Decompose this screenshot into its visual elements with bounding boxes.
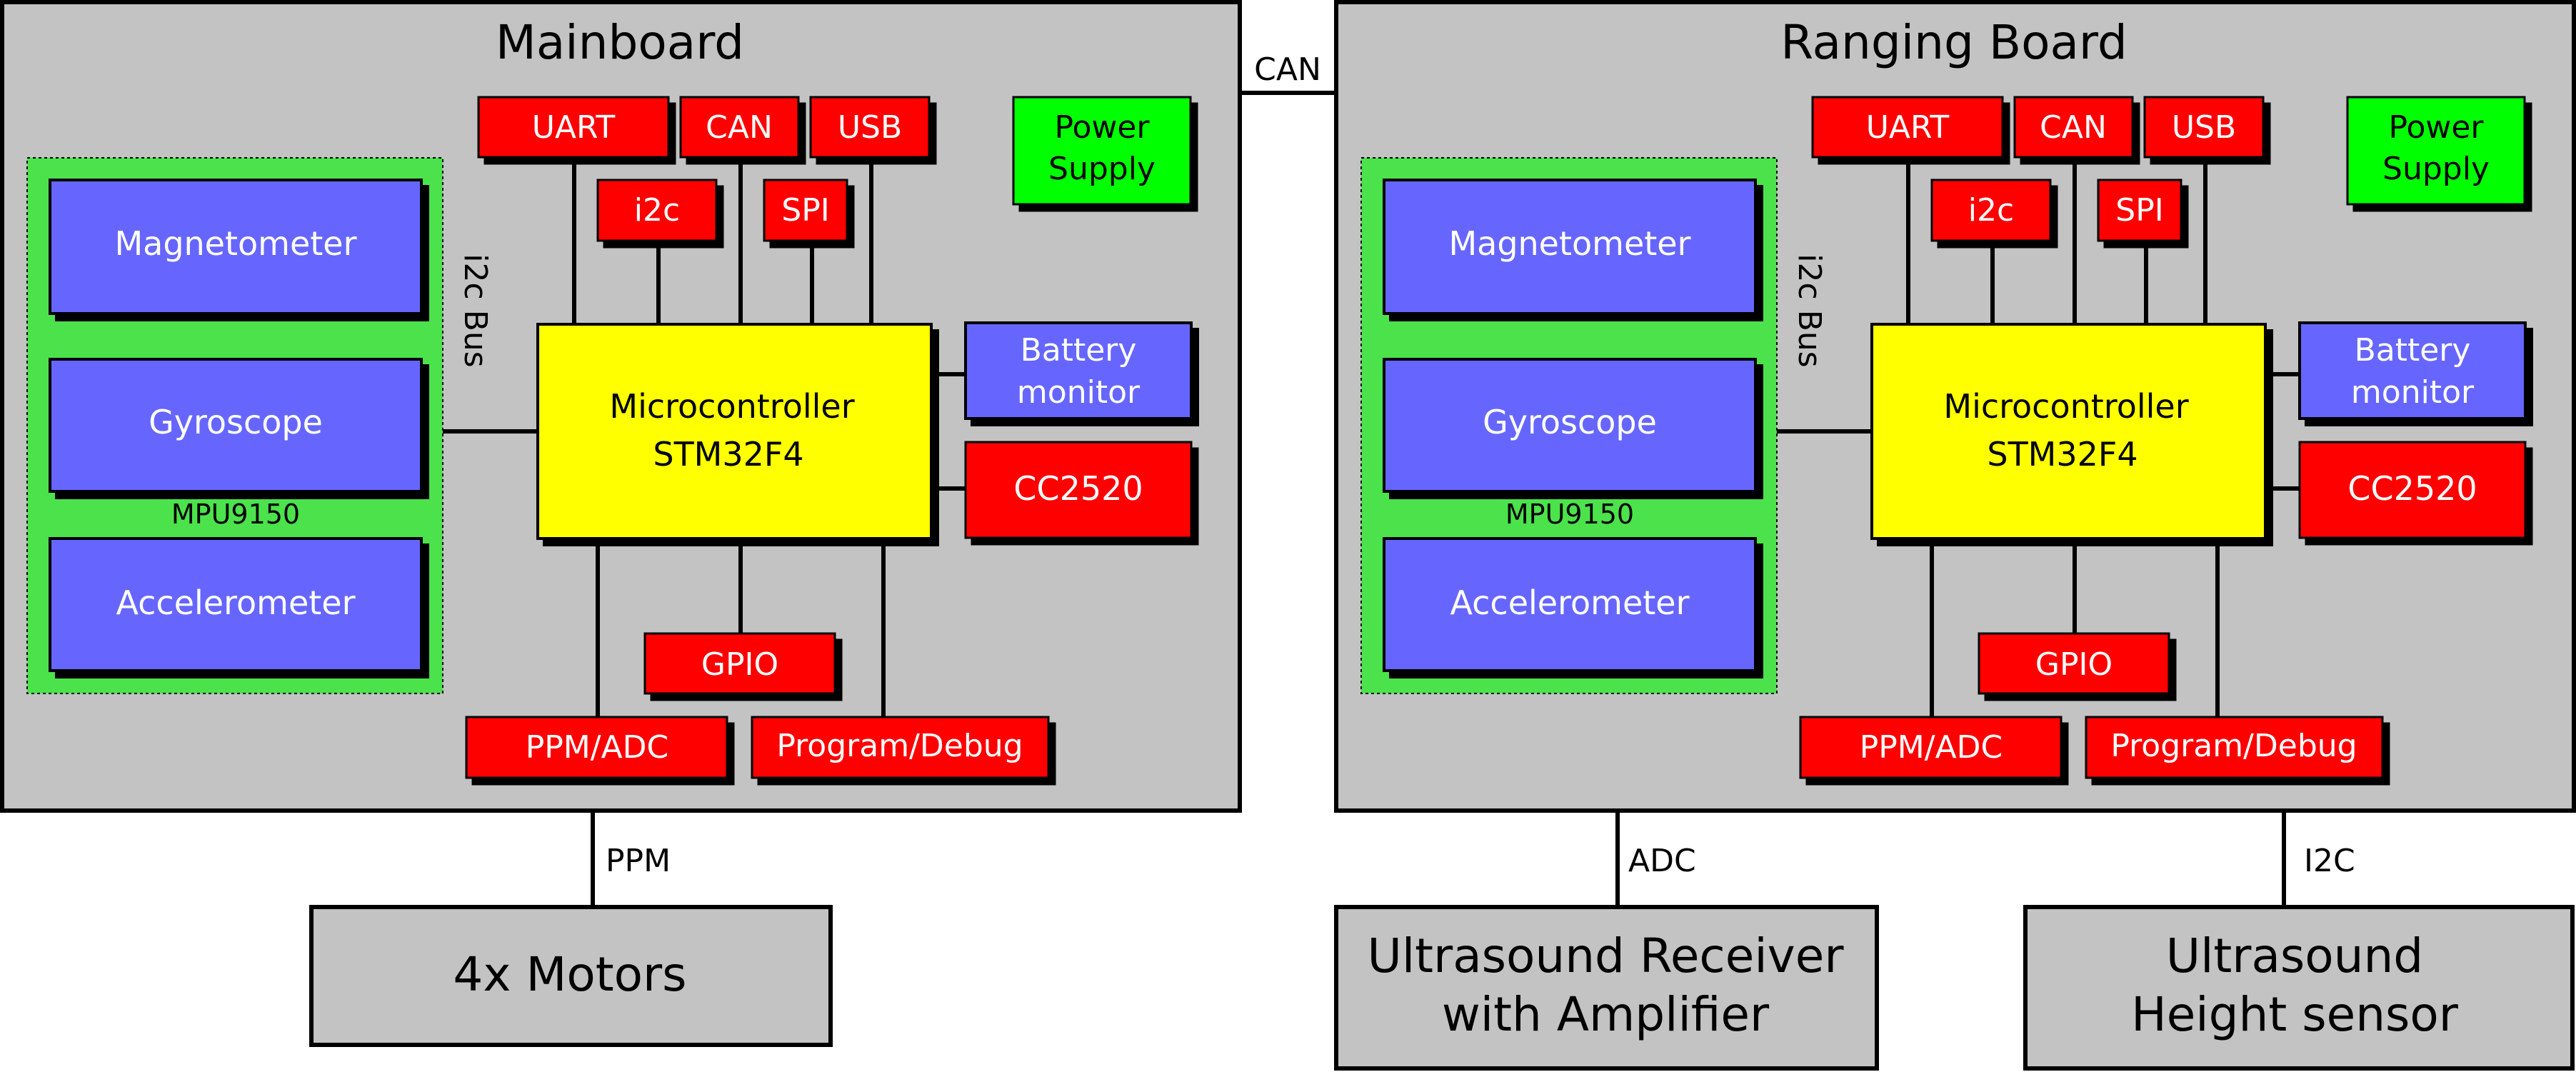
- can-label: CAN: [2040, 109, 2107, 146]
- microcontroller-block: Microcontroller STM32F4: [536, 323, 933, 540]
- magnetometer-block: Magnetometer: [49, 179, 423, 315]
- usb-block: USB: [809, 96, 931, 159]
- program-debug-block: Program/Debug: [751, 716, 1050, 779]
- can-block: CAN: [2013, 96, 2134, 159]
- i2c-label: i2c: [634, 192, 680, 229]
- program-debug-label: Program/Debug: [2110, 728, 2357, 764]
- gpio-label: GPIO: [2035, 646, 2113, 683]
- power-label-line2: Supply: [1048, 151, 1156, 187]
- i2c-link-label: I2C: [2304, 843, 2355, 879]
- uart-block: UART: [477, 96, 670, 159]
- bus-lines: [443, 159, 966, 718]
- battery-monitor-block: Battery monitor: [2298, 321, 2527, 420]
- i2c-block: i2c: [1930, 179, 2052, 242]
- uart-label: UART: [532, 109, 616, 146]
- accelerometer-label: Accelerometer: [116, 583, 355, 622]
- ppm-adc-block: PPM/ADC: [1799, 716, 2063, 779]
- ultrasound-height-sensor-block: Ultrasound Height sensor: [2023, 905, 2575, 1071]
- power-supply-block: Power Supply: [1012, 96, 1192, 206]
- gpio-block: GPIO: [643, 632, 836, 695]
- battery-label-line1: Battery: [1021, 332, 1137, 369]
- accelerometer-block: Accelerometer: [1383, 537, 1757, 672]
- cc2520-label: CC2520: [2347, 469, 2477, 508]
- usb-block: USB: [2143, 96, 2265, 159]
- gyroscope-label: Gyroscope: [1483, 403, 1657, 441]
- ppm-adc-label: PPM/ADC: [1860, 729, 2003, 766]
- board-title: Ranging Board: [1780, 15, 2128, 70]
- accelerometer-label: Accelerometer: [1450, 583, 1689, 622]
- spi-label: SPI: [2115, 192, 2163, 229]
- ppm-adc-block: PPM/ADC: [465, 716, 728, 779]
- power-label-line1: Power: [2388, 109, 2484, 146]
- motors-block: 4x Motors: [309, 905, 833, 1047]
- mcu-label-line1: Microcontroller: [609, 387, 854, 426]
- battery-label-line2: monitor: [1017, 374, 1141, 411]
- usb-label: USB: [838, 109, 902, 146]
- microcontroller-block: Microcontroller STM32F4: [1870, 323, 2267, 540]
- cc2520-block: CC2520: [2298, 441, 2527, 539]
- i2c-bus-label: i2c Bus: [1791, 254, 1828, 367]
- battery-label-line2: monitor: [2351, 374, 2475, 411]
- height-label-line2: Height sensor: [2131, 987, 2459, 1042]
- motors-label: 4x Motors: [453, 947, 686, 1002]
- receiver-label-line2: with Amplifier: [1442, 987, 1770, 1042]
- can-block: CAN: [679, 96, 800, 159]
- imu-label: MPU9150: [171, 499, 300, 530]
- ultrasound-receiver-block: Ultrasound Receiver with Amplifier: [1334, 905, 1879, 1071]
- ppm-adc-label: PPM/ADC: [526, 729, 669, 766]
- spi-label: SPI: [781, 192, 829, 229]
- battery-monitor-block: Battery monitor: [964, 321, 1193, 420]
- gyroscope-block: Gyroscope: [1383, 358, 1757, 493]
- mainboard: Mainboard Magnetometer Gyroscope MPU9150: [0, 0, 1242, 813]
- program-debug-label: Program/Debug: [776, 728, 1023, 764]
- magnetometer-block: Magnetometer: [1383, 179, 1757, 315]
- power-supply-block: Power Supply: [2346, 96, 2526, 206]
- power-label-line2: Supply: [2382, 151, 2490, 187]
- external-links: [591, 91, 2286, 907]
- cc2520-label: CC2520: [1013, 469, 1143, 508]
- uart-label: UART: [1866, 109, 1950, 146]
- gyroscope-label: Gyroscope: [149, 403, 323, 441]
- power-label-line1: Power: [1054, 109, 1150, 146]
- gyroscope-block: Gyroscope: [49, 358, 423, 493]
- mcu-label-line2: STM32F4: [1987, 435, 2138, 474]
- mcu-label-line2: STM32F4: [653, 435, 803, 474]
- board-title: Mainboard: [496, 15, 744, 70]
- cc2520-block: CC2520: [964, 441, 1193, 539]
- mcu-label-line1: Microcontroller: [1943, 387, 2188, 426]
- uart-block: UART: [1811, 96, 2004, 159]
- program-debug-block: Program/Debug: [2085, 716, 2384, 779]
- spi-block: SPI: [2097, 179, 2182, 242]
- ppm-link-label: PPM: [606, 843, 671, 879]
- usb-label: USB: [2172, 109, 2236, 146]
- spi-block: SPI: [763, 179, 848, 242]
- gpio-block: GPIO: [1978, 632, 2170, 695]
- can-link-label: CAN: [1254, 51, 1321, 88]
- adc-link-label: ADC: [1628, 843, 1696, 879]
- i2c-label: i2c: [1968, 192, 2014, 229]
- gpio-label: GPIO: [701, 646, 778, 683]
- accelerometer-block: Accelerometer: [49, 537, 423, 672]
- receiver-label-line1: Ultrasound Receiver: [1368, 928, 1845, 983]
- i2c-bus-label: i2c Bus: [457, 254, 493, 367]
- height-label-line1: Ultrasound: [2166, 928, 2423, 983]
- can-label: CAN: [706, 109, 773, 146]
- bus-lines: [1777, 159, 2300, 718]
- magnetometer-label: Magnetometer: [114, 224, 356, 263]
- magnetometer-label: Magnetometer: [1448, 224, 1690, 263]
- imu-label: MPU9150: [1505, 499, 1634, 530]
- i2c-block: i2c: [596, 179, 718, 242]
- battery-label-line1: Battery: [2355, 332, 2471, 369]
- ranging-board: Ranging Board Magnetometer Gyroscope MPU…: [1334, 0, 2576, 813]
